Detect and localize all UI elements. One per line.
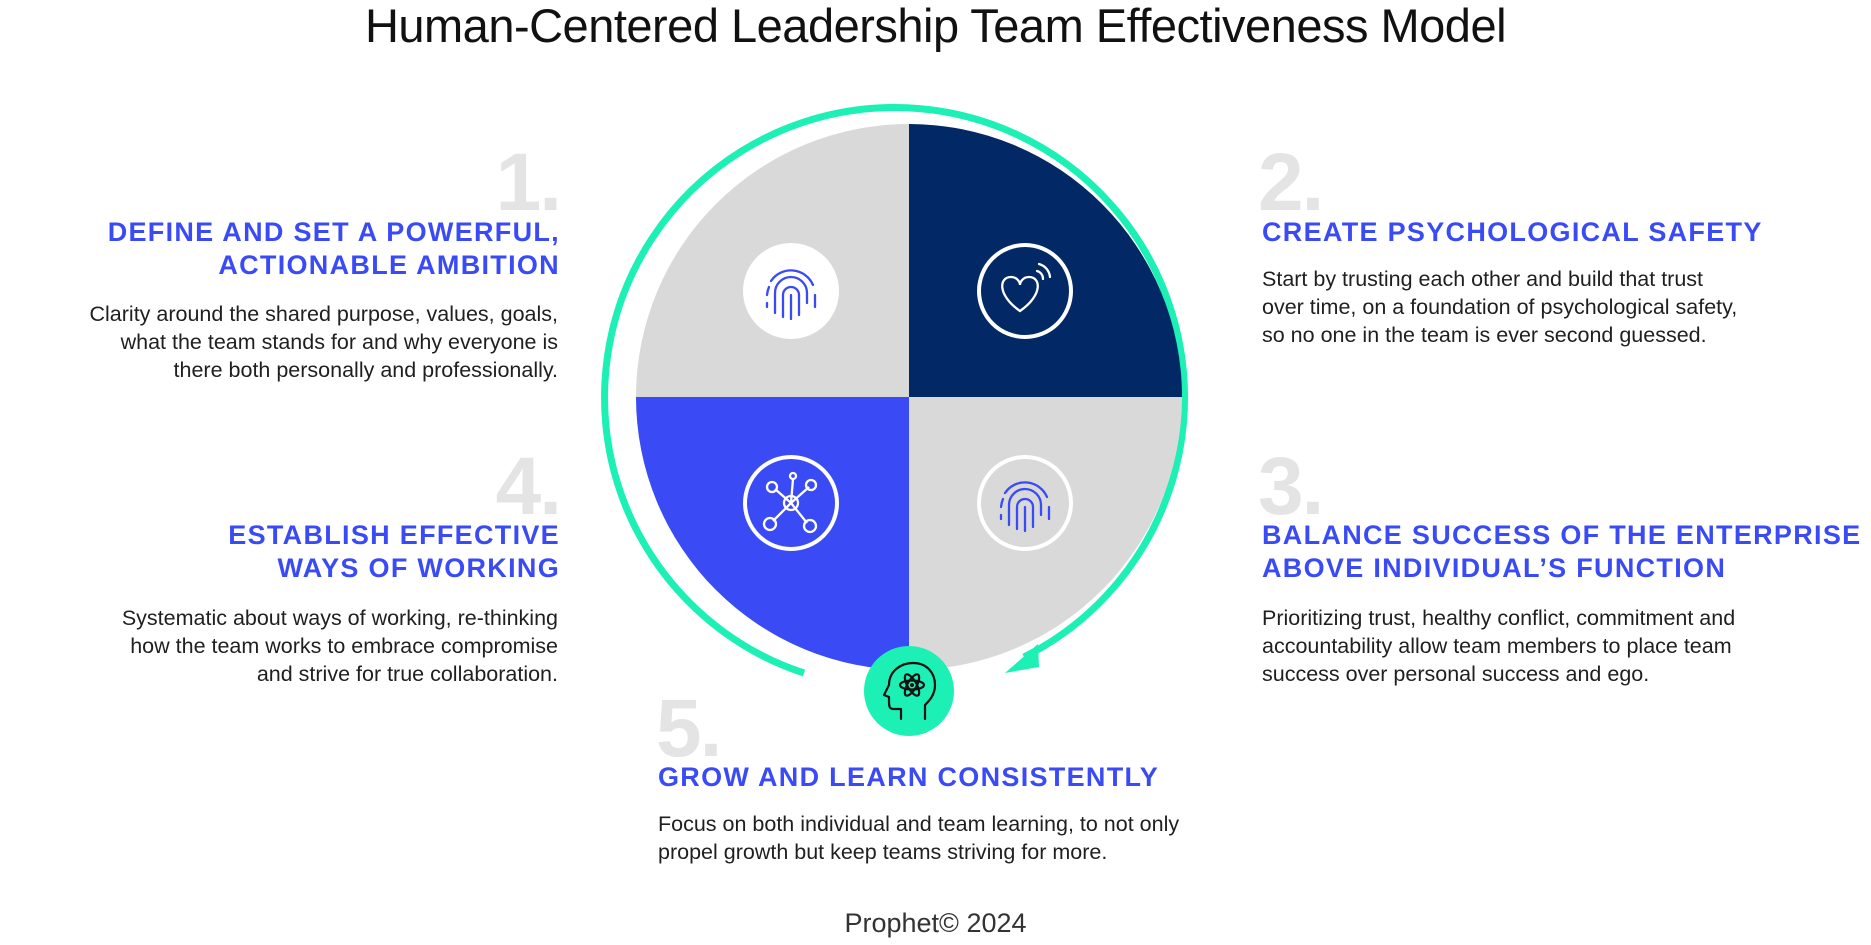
- step-3-heading: BALANCE SUCCESS OF THE ENTERPRISE ABOVE …: [1262, 520, 1862, 583]
- step-3-number: 3.: [1258, 441, 1324, 532]
- step-4-heading: ESTABLISH EFFECTIVE WAYS OF WORKING: [228, 520, 560, 583]
- cycle-ring-arc: [601, 103, 1189, 677]
- cycle-arrow-head: [1005, 644, 1039, 673]
- step-5-heading: GROW AND LEARN CONSISTENTLY: [658, 762, 1160, 792]
- step-2-description: Start by trusting each other and build t…: [1262, 267, 1738, 347]
- step-4-number: 4.: [495, 441, 562, 532]
- step-5-number: 5.: [656, 683, 722, 774]
- step-3-description: Prioritizing trust, healthy conflict, co…: [1262, 606, 1736, 686]
- step-1-description: Clarity around the shared purpose, value…: [89, 302, 559, 382]
- step-1-heading: DEFINE AND SET A POWERFUL, ACTIONABLE AM…: [107, 217, 560, 280]
- fingerprint-icon: [743, 243, 839, 339]
- step-5-description: Focus on both individual and team learni…: [658, 812, 1180, 864]
- network-nodes-icon: [743, 455, 839, 551]
- fingerprint-icon-2: [977, 455, 1073, 551]
- step-2-number: 2.: [1258, 137, 1324, 228]
- step-2-heading: CREATE PSYCHOLOGICAL SAFETY: [1262, 217, 1763, 247]
- step-4-description: Systematic about ways of working, re-thi…: [121, 606, 558, 686]
- page-title: Human-Centered Leadership Team Effective…: [364, 0, 1507, 52]
- head-atom-icon: [864, 646, 954, 736]
- step-1-number: 1.: [495, 137, 562, 228]
- footer-copyright: Prophet© 2024: [844, 908, 1027, 938]
- heart-signal-icon: [977, 243, 1073, 339]
